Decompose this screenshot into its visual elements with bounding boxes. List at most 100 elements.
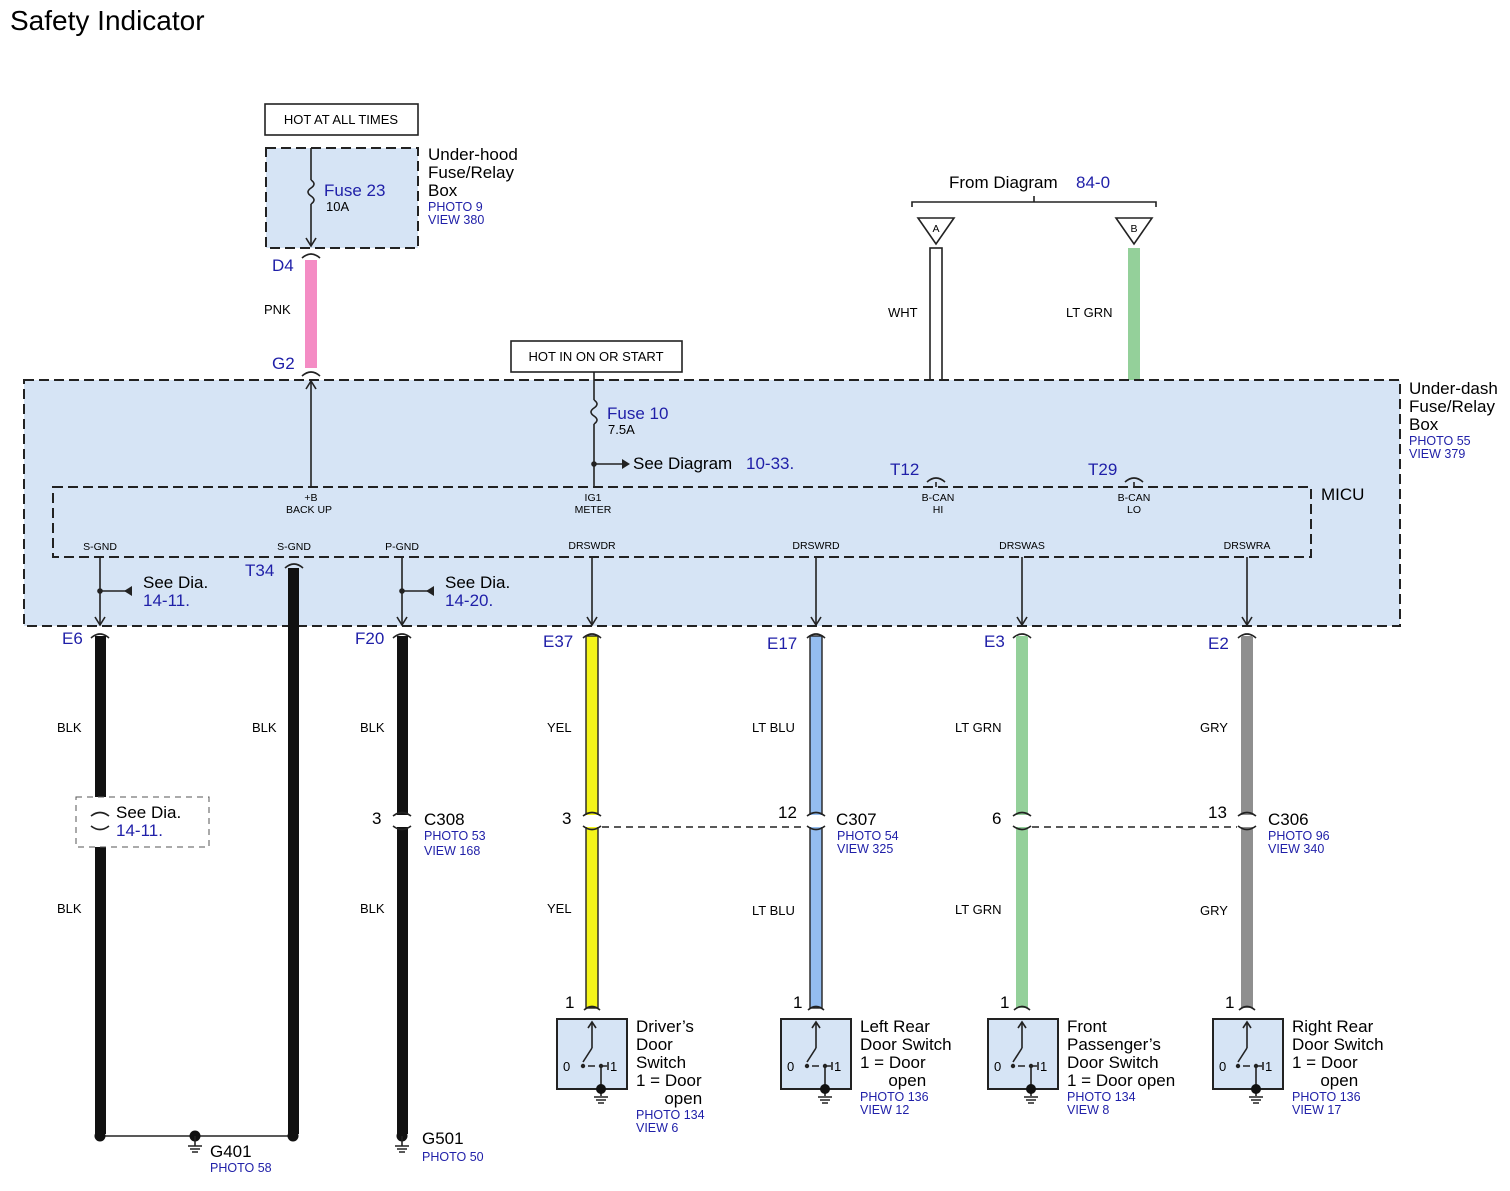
c307-label: C307 bbox=[836, 810, 877, 829]
connector-t34: T34 bbox=[245, 561, 274, 580]
underhood-box-name-1: Under-hood bbox=[428, 145, 518, 164]
micu-pin-backup-1: +B bbox=[304, 492, 317, 504]
connector-t12: T12 bbox=[890, 460, 919, 479]
c308-view: VIEW 168 bbox=[424, 844, 480, 858]
underdash-box-view: VIEW 379 bbox=[1409, 447, 1465, 461]
c308-photo: PHOTO 53 bbox=[424, 829, 486, 843]
door-switch-right-rear: 1 0 1 bbox=[1212, 993, 1284, 1104]
wire-blk-e6-label-2: BLK bbox=[57, 901, 82, 916]
g401-label: G401 bbox=[210, 1142, 252, 1161]
fuse-23-label: Fuse 23 bbox=[324, 181, 385, 200]
connector-e17: E17 bbox=[767, 634, 797, 653]
wire-pnk-label: PNK bbox=[264, 302, 291, 317]
underhood-fuse-relay-box bbox=[265, 147, 419, 249]
switch-driver-line-4: 1 = Door bbox=[636, 1071, 702, 1090]
switch-right-rear-line-4: open bbox=[1292, 1071, 1358, 1090]
c306-label: C306 bbox=[1268, 810, 1309, 829]
micu-pin-drswrd: DRSWRD bbox=[792, 540, 840, 552]
hot-in-on-or-start-label: HOT IN ON OR START bbox=[528, 349, 663, 364]
see-diagram-10-33-text: See Diagram bbox=[633, 454, 732, 473]
micu-label: MICU bbox=[1321, 485, 1364, 504]
wire-lt-blu-label: LT BLU bbox=[752, 720, 795, 735]
door-switch-front-passenger: 1 0 1 bbox=[987, 993, 1059, 1104]
switch-right-rear-view: VIEW 17 bbox=[1292, 1103, 1341, 1117]
wire-wht-label: WHT bbox=[888, 305, 918, 320]
micu-pin-s-gnd-1: S-GND bbox=[83, 541, 117, 553]
wire-blk-t34 bbox=[288, 568, 299, 1134]
see-dia-lower-ref: 14-11. bbox=[116, 821, 163, 840]
c308-pin: 3 bbox=[372, 809, 381, 828]
micu-pin-s-gnd-2: S-GND bbox=[277, 541, 311, 553]
fuse-10-rating: 7.5A bbox=[608, 422, 635, 437]
switch-left-rear-view: VIEW 12 bbox=[860, 1103, 909, 1117]
g501-label: G501 bbox=[422, 1129, 464, 1148]
see-dia-14-20-ref: 14-20. bbox=[445, 591, 493, 610]
switch-left-rear-line-4: open bbox=[860, 1071, 926, 1090]
switch-driver-pos-1: 1 bbox=[610, 1059, 617, 1074]
see-dia-lower-text: See Dia. bbox=[116, 803, 181, 822]
fuse-10-label: Fuse 10 bbox=[607, 404, 668, 423]
c307-pin-a: 3 bbox=[562, 809, 571, 828]
switch-left-rear-pin: 1 bbox=[793, 993, 802, 1012]
switch-driver-line-2: Door bbox=[636, 1035, 673, 1054]
wire-lt-grn-label-2: LT GRN bbox=[955, 902, 1001, 917]
switch-front-passenger-line-1: Front bbox=[1067, 1017, 1107, 1036]
page-title: Safety Indicator bbox=[10, 5, 205, 36]
micu-pin-ig1-2: METER bbox=[575, 504, 612, 516]
wire-yel-label-2: YEL bbox=[547, 901, 572, 916]
connector-e3: E3 bbox=[984, 632, 1005, 651]
wire-gry-label-2: GRY bbox=[1200, 903, 1228, 918]
connector-t29: T29 bbox=[1088, 460, 1117, 479]
wire-blk-f20 bbox=[397, 636, 408, 1134]
see-diagram-10-33-ref: 10-33. bbox=[746, 454, 794, 473]
micu-pin-bcan-hi-1: B-CAN bbox=[922, 492, 955, 504]
wire-lt-grn-label: LT GRN bbox=[955, 720, 1001, 735]
c307-pin-b: 12 bbox=[778, 803, 797, 822]
underdash-box-photo: PHOTO 55 bbox=[1409, 434, 1471, 448]
switch-driver-view: VIEW 6 bbox=[636, 1121, 678, 1135]
hot-at-all-times-label: HOT AT ALL TIMES bbox=[284, 112, 398, 127]
micu-pin-bcan-lo-1: B-CAN bbox=[1118, 492, 1151, 504]
wire-yel-label: YEL bbox=[547, 720, 572, 735]
hot-at-all-times-box bbox=[264, 103, 419, 136]
c307-photo: PHOTO 54 bbox=[837, 829, 899, 843]
connector-e6: E6 bbox=[62, 629, 83, 648]
wire-gry-label: GRY bbox=[1200, 720, 1228, 735]
see-dia-14-11-text: See Dia. bbox=[143, 573, 208, 592]
c306-pin-a: 6 bbox=[992, 809, 1001, 828]
micu-pin-bcan-hi-2: HI bbox=[933, 504, 944, 516]
switch-driver-pos-0: 0 bbox=[563, 1059, 570, 1074]
from-diagram-ref: 84-0 bbox=[1076, 173, 1110, 192]
micu-pin-drswra: DRSWRA bbox=[1224, 540, 1271, 552]
switch-front-passenger-pos-1: 1 bbox=[1040, 1059, 1047, 1074]
g401-ground-symbol bbox=[188, 1136, 202, 1153]
micu-box bbox=[52, 486, 1312, 558]
switch-driver-photo: PHOTO 134 bbox=[636, 1108, 705, 1122]
switch-left-rear-pos-0: 0 bbox=[787, 1059, 794, 1074]
switch-driver-line-3: Switch bbox=[636, 1053, 686, 1072]
connector-b-triangle bbox=[1114, 217, 1154, 246]
g501-photo: PHOTO 50 bbox=[422, 1150, 484, 1164]
connector-a-label: A bbox=[932, 223, 939, 235]
connector-g2: G2 bbox=[272, 354, 295, 373]
underhood-box-name-2: Fuse/Relay bbox=[428, 163, 514, 182]
switch-driver-line-5: open bbox=[636, 1089, 702, 1108]
wire-lt-grn-top-label: LT GRN bbox=[1066, 305, 1112, 320]
c306-pin-b: 13 bbox=[1208, 803, 1227, 822]
switch-right-rear-pos-1: 1 bbox=[1265, 1059, 1272, 1074]
switch-front-passenger-photo: PHOTO 134 bbox=[1067, 1090, 1136, 1104]
micu-pin-drswas: DRSWAS bbox=[999, 540, 1045, 552]
from-diagram-label: From Diagram bbox=[949, 173, 1058, 192]
micu-pin-backup-2: BACK UP bbox=[286, 504, 332, 516]
wire-pnk bbox=[305, 260, 317, 368]
switch-front-passenger-pos-0: 0 bbox=[994, 1059, 1001, 1074]
see-dia-14-20-text: See Dia. bbox=[445, 573, 510, 592]
connector-e37: E37 bbox=[543, 632, 573, 651]
underdash-box-name-1: Under-dash bbox=[1409, 379, 1498, 398]
micu-pin-ig1-1: IG1 bbox=[585, 492, 602, 504]
switch-front-passenger-line-3: Door Switch bbox=[1067, 1053, 1159, 1072]
switch-front-passenger-view: VIEW 8 bbox=[1067, 1103, 1109, 1117]
underhood-box-photo: PHOTO 9 bbox=[428, 200, 483, 214]
fuse-10-symbol bbox=[590, 399, 598, 425]
